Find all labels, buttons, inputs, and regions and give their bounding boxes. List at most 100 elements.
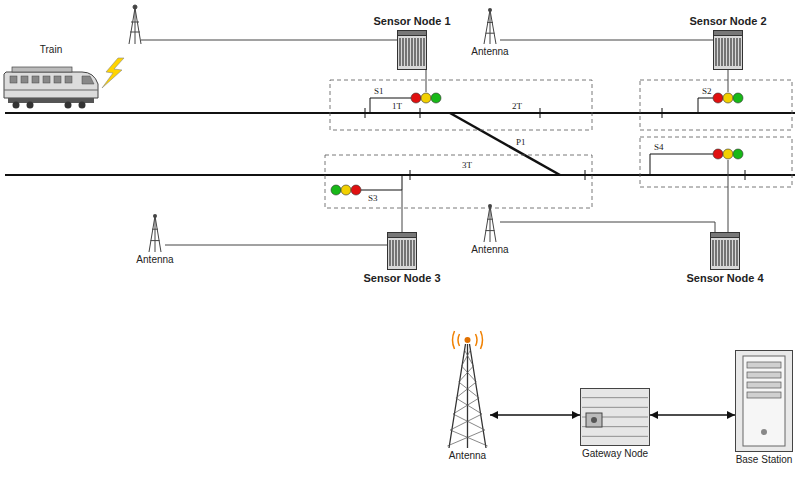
node-icon (735, 350, 793, 452)
rail-track (5, 112, 795, 114)
antenna-strut (155, 216, 156, 252)
sensor-node: Sensor Node 1 (397, 30, 427, 70)
signal-lights (733, 149, 743, 159)
antenna-strut (484, 10, 490, 44)
rack-slot (392, 240, 393, 266)
signal-lights (723, 93, 733, 103)
rack-slot (401, 240, 402, 266)
signal-lights (331, 185, 341, 195)
rail-track (450, 113, 560, 175)
cab-window (82, 76, 94, 84)
tower-frame (449, 344, 486, 448)
signal-lights (733, 93, 743, 103)
rack-top (398, 31, 427, 36)
insulation-joint (410, 170, 411, 180)
antenna-strut (487, 22, 493, 23)
track-label: 1T (392, 101, 402, 111)
antenna-icon (149, 214, 161, 252)
sensor-node: Sensor Node 2 (713, 30, 743, 70)
node-label: Antenna (449, 450, 486, 462)
section-boundary (640, 80, 792, 130)
signal-cable (402, 70, 728, 232)
rack-slot (712, 240, 713, 266)
signal-post (650, 154, 713, 175)
track-label: S3 (368, 193, 378, 203)
rack-slot (724, 38, 725, 66)
node-icon (397, 30, 427, 70)
wheel (65, 102, 72, 109)
rack-slot (721, 38, 722, 66)
locomotive-window (65, 76, 72, 83)
antenna-cable (165, 245, 387, 246)
node-label: Antenna (471, 244, 508, 256)
node-icon (2, 58, 100, 108)
server-case (736, 351, 793, 452)
signal-lights (351, 185, 361, 195)
antenna-strut (152, 229, 158, 230)
rack-slot (411, 38, 412, 66)
wheel (13, 102, 20, 109)
rack-icon (388, 233, 417, 270)
node-icon (480, 204, 500, 242)
train-node: Train (2, 58, 100, 108)
gateway-icon (581, 389, 650, 446)
gateway-led (591, 417, 597, 423)
rack-slot (739, 38, 740, 66)
locomotive-window (10, 76, 17, 83)
top-left-antenna (135, 8, 141, 44)
top-left-antenna (130, 32, 140, 33)
antenna-icon (484, 204, 496, 242)
rack-slot (718, 240, 719, 266)
signal-cable (402, 190, 403, 232)
rack-slot (417, 38, 418, 66)
base-station: Base Station (735, 350, 793, 452)
rack-slot (405, 38, 406, 66)
track-label: S1 (374, 86, 384, 96)
track-label: 2T (512, 101, 522, 111)
rack-icon (398, 31, 427, 70)
rack-slot (733, 38, 734, 66)
antenna-icon (484, 8, 496, 44)
rack-slot (736, 240, 737, 266)
locomotive-window (32, 76, 39, 83)
server-icon (736, 351, 793, 452)
rack-icon (714, 31, 743, 70)
antenna-strut (484, 206, 490, 242)
gateway-bay (582, 407, 648, 408)
node-label: Sensor Node 4 (686, 272, 763, 285)
tower-lattice (447, 350, 487, 446)
gateway-case (581, 389, 650, 446)
node-label: Train (40, 44, 62, 56)
node-label: Sensor Node 1 (373, 15, 450, 28)
drive-bay (747, 392, 781, 398)
node-icon (480, 8, 500, 44)
signal-lights (431, 93, 441, 103)
antenna-cable (500, 40, 713, 41)
node-icon (710, 232, 740, 270)
signal-lights (341, 185, 351, 195)
antenna-strut (490, 10, 491, 44)
locomotive-window (21, 76, 28, 83)
insulation-joint (365, 108, 745, 180)
antenna-strut (490, 206, 491, 242)
node-icon (387, 232, 417, 270)
data-link (650, 414, 735, 415)
gateway-bay (582, 436, 648, 437)
rack-slot (399, 38, 400, 66)
top-left-antenna (129, 8, 135, 44)
locomotive-window (54, 76, 61, 83)
top-left-antenna (135, 8, 136, 44)
track-label: 3T (462, 160, 472, 170)
rail-track (5, 113, 795, 175)
rack-slot (724, 240, 725, 266)
section-boundary (325, 155, 592, 208)
antenna: Antenna (480, 204, 500, 242)
train-icon (4, 67, 98, 109)
rack-slot (414, 38, 415, 66)
lightning-bolt (102, 58, 124, 88)
rack-slot (718, 38, 719, 66)
antenna-strut (487, 219, 493, 220)
antenna-strut (486, 230, 495, 231)
antenna-tip (153, 214, 157, 218)
rack-slot (407, 240, 408, 266)
